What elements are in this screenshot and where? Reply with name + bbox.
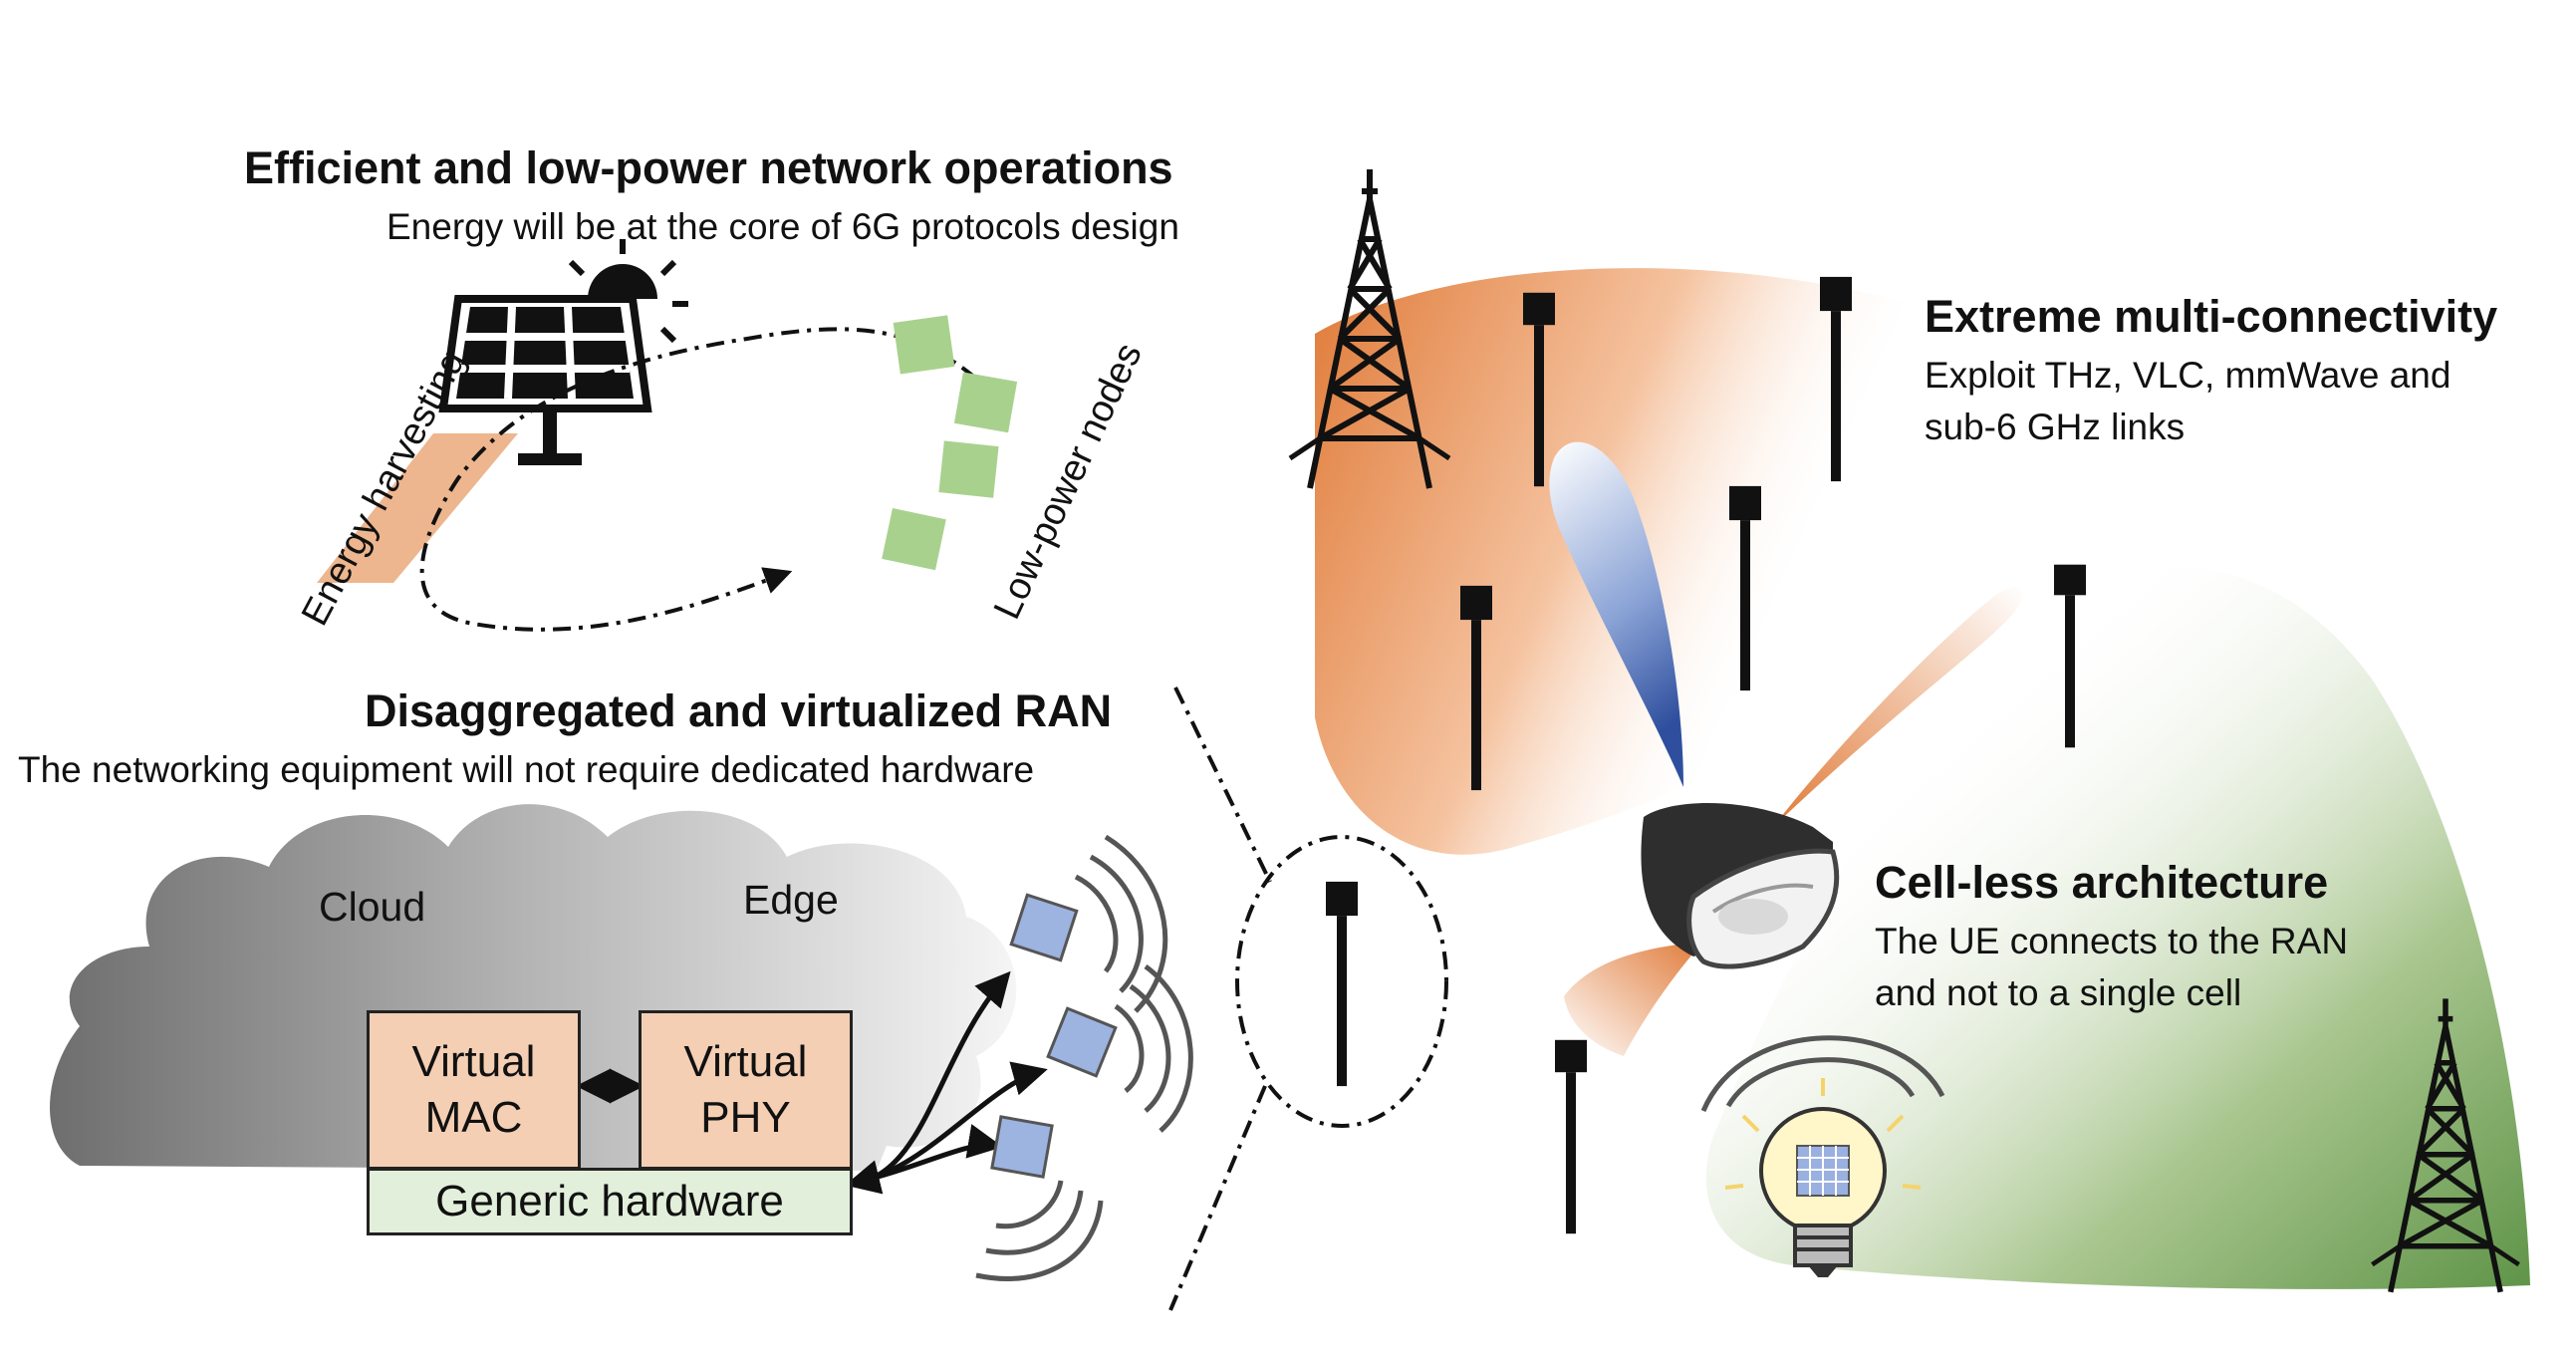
orange-coverage-area (1315, 268, 2057, 855)
vr-headset-icon (1641, 803, 1840, 969)
virtual-phy-line2: PHY (700, 1093, 791, 1142)
green-coverage-area (1705, 566, 2530, 1289)
lightbulb-icon (1700, 1035, 1945, 1277)
cellless-subtitle-line1: The UE connects to the RAN (1875, 921, 2349, 961)
link-arrow (845, 1124, 1003, 1195)
cloud-label: Cloud (319, 884, 426, 930)
wireless-device-icon (1009, 834, 1168, 1013)
cellless-title: Cell-less architecture (1875, 857, 2329, 908)
multiconn-title: Extreme multi-connectivity (1925, 291, 2498, 342)
ran-zoom-ellipse (1235, 835, 1448, 1128)
ran-subtitle: The networking equipment will not requir… (18, 749, 1035, 790)
low-power-node (953, 372, 1018, 433)
orange-beam-upper (1773, 586, 2023, 827)
virtual-mac-line1: Virtual (411, 1037, 536, 1086)
wireless-device-icon (1046, 963, 1193, 1133)
virtual-phy-line1: Virtual (683, 1037, 808, 1086)
solar-panel-icon (438, 295, 652, 465)
zoom-line-lower (1168, 1085, 1267, 1311)
low-power-node (882, 507, 946, 571)
orange-beam-lower (1564, 942, 1703, 1056)
multiconn-subtitle-line2: sub-6 GHz links (1925, 407, 2186, 447)
blue-beam (1549, 441, 1683, 787)
energy-loop (419, 327, 978, 632)
sun-icon (568, 239, 688, 344)
ran-title: Disaggregated and virtualized RAN (365, 685, 1113, 736)
cellless-subtitle-line2: and not to a single cell (1875, 972, 2242, 1013)
antenna-icon (1326, 881, 1358, 1087)
low-power-node (938, 440, 999, 498)
efficient-subtitle: Energy will be at the core of 6G protoco… (386, 206, 1179, 247)
generic-hardware-label: Generic hardware (435, 1177, 784, 1225)
edge-label: Edge (743, 877, 839, 923)
energy-harvesting-panel (317, 433, 518, 583)
wireless-device-icon (975, 1115, 1104, 1281)
efficient-title: Efficient and low-power network operatio… (244, 142, 1173, 193)
antenna-icon (1555, 1039, 1587, 1234)
low-power-node (893, 315, 955, 375)
zoom-line-upper (1173, 686, 1272, 883)
generic-hardware-box: Generic hardware (367, 1168, 853, 1235)
virtual-mac-line2: MAC (424, 1093, 523, 1142)
multiconn-subtitle-line1: Exploit THz, VLC, mmWave and (1925, 355, 2451, 396)
